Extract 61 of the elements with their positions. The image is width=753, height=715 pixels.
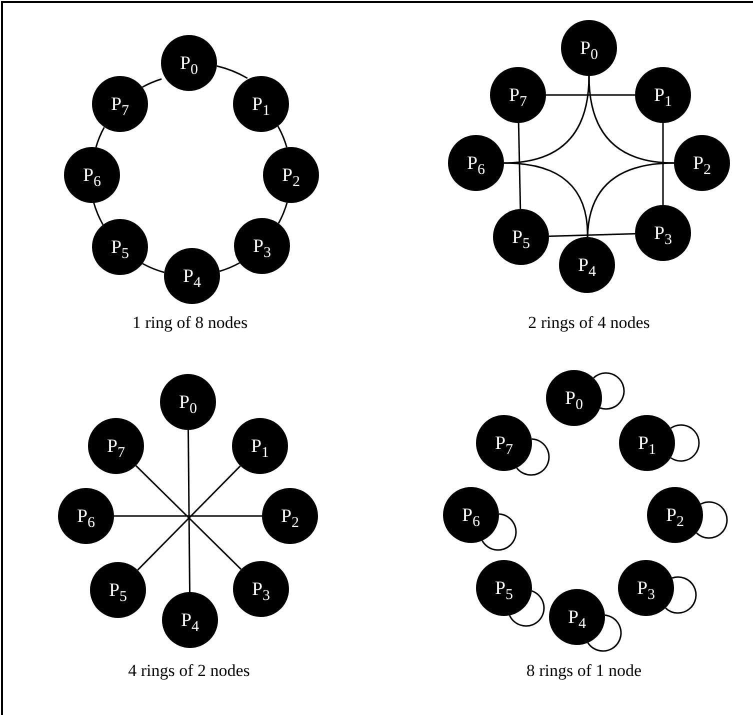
node-label: P$_{4}$	[182, 266, 202, 286]
node-label: P$_{0}$	[564, 388, 584, 408]
node-label: P$_{7}$	[110, 94, 130, 114]
caption: 4 rings of 2 nodes	[128, 661, 250, 681]
node-label: P$_{4}$	[180, 610, 200, 630]
node-label: P$_{0}$	[178, 392, 198, 412]
node-label: P$_{3}$	[654, 224, 672, 242]
caption: 8 rings of 1 node	[526, 661, 642, 681]
connector-line	[95, 127, 105, 148]
node-label: P$_{1}$	[250, 436, 270, 456]
connector-line	[548, 233, 636, 237]
node-label: P$_{2}$	[666, 506, 684, 524]
self-loop	[587, 614, 622, 652]
node-label: P$_{7}$	[106, 436, 126, 456]
connector-line	[504, 162, 588, 238]
node-label: P$_{5}$	[108, 580, 128, 600]
self-loop	[508, 590, 545, 627]
connector-line	[546, 94, 635, 96]
self-loop	[516, 438, 550, 476]
node-label: P$_{4}$	[578, 256, 596, 274]
self-loop	[696, 501, 728, 539]
self-loop	[670, 424, 700, 462]
self-loop	[482, 513, 517, 551]
connector-line	[278, 202, 288, 224]
node-label: P$_{6}$	[82, 166, 102, 184]
node-label: P$_{1}$	[638, 434, 656, 452]
self-loop	[665, 576, 697, 614]
node-label: P$_{2}$	[692, 154, 712, 172]
node-label: P$_{6}$	[466, 154, 486, 172]
node-label: P$_{2}$	[282, 166, 300, 184]
node-label: P$_{7}$	[494, 434, 514, 452]
caption: 2 rings of 4 nodes	[528, 313, 650, 333]
node-label: P$_{5}$	[494, 578, 514, 598]
connector-line	[662, 123, 664, 205]
connector-line	[188, 430, 190, 592]
self-loop	[593, 372, 625, 410]
connector-line	[518, 122, 522, 210]
node-label: P$_{6}$	[462, 506, 480, 524]
connector-line	[142, 262, 164, 274]
node-label: P$_{7}$	[508, 86, 528, 104]
node-label: P$_{2}$	[280, 506, 300, 526]
connector-line	[216, 65, 248, 79]
connector-line	[588, 76, 674, 164]
node-label: P$_{5}$	[512, 228, 530, 246]
node-label: P$_{3}$	[252, 580, 270, 598]
node-label: P$_{0}$	[180, 54, 198, 72]
caption: 1 ring of 8 nodes	[132, 313, 248, 333]
connector-line	[93, 202, 104, 226]
connector-line	[277, 126, 288, 148]
connector-line	[114, 515, 262, 517]
connector-line	[219, 262, 240, 272]
node-label: P$_{3}$	[252, 236, 272, 256]
connector-line	[142, 78, 162, 88]
node-label: P$_{5}$	[110, 238, 130, 256]
node-label: P$_{1}$	[654, 86, 672, 104]
node-label: P$_{4}$	[568, 608, 586, 626]
node-label: P$_{6}$	[76, 506, 96, 526]
node-label: P$_{3}$	[636, 578, 656, 598]
node-label: P$_{1}$	[252, 94, 270, 114]
node-label: P$_{0}$	[580, 38, 598, 58]
connector-line	[504, 76, 590, 164]
